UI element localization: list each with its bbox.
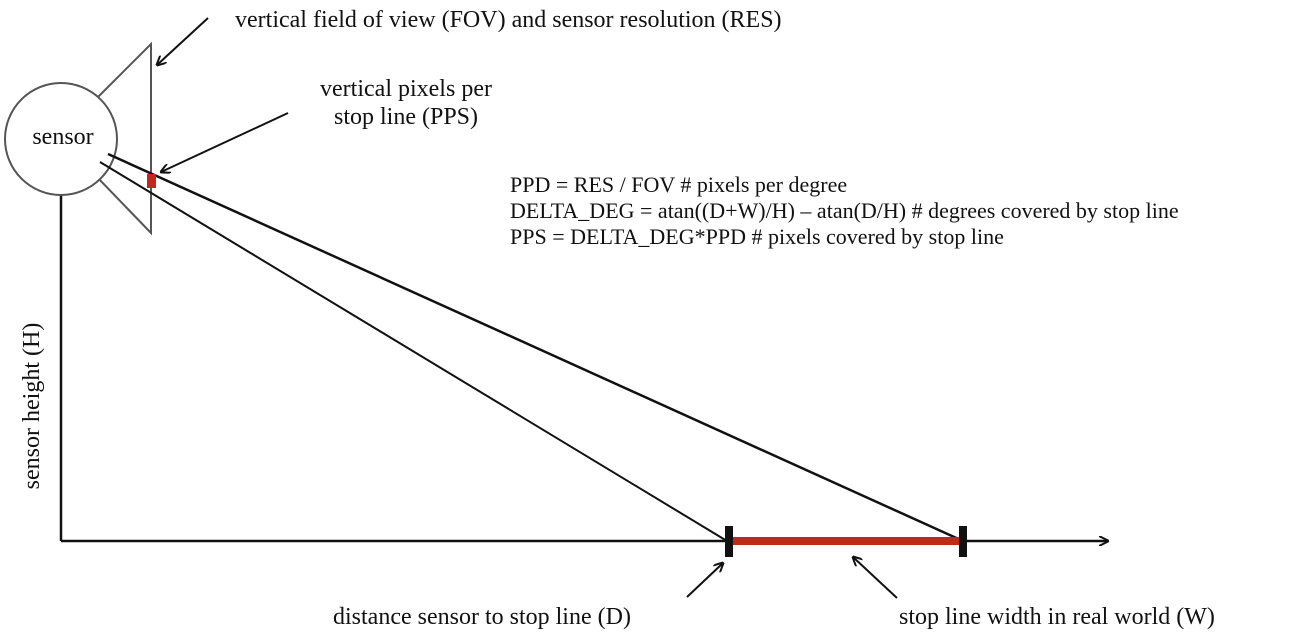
stop-line-start-tick <box>725 526 733 557</box>
formula-block: PPD = RES / FOV # pixels per degree DELT… <box>510 172 1179 250</box>
fov-res-label: vertical field of view (FOV) and sensor … <box>235 7 782 33</box>
stop-line-end-tick <box>959 526 967 557</box>
sight-line-far <box>107 152 964 543</box>
distance-arrow <box>686 563 723 598</box>
sensor-label: sensor <box>32 124 94 150</box>
stop-line-width-label: stop line width in real world (W) <box>899 604 1215 630</box>
sensor-height-label: sensor height (H) <box>19 322 45 490</box>
pps-label: vertical pixels per stop line (PPS) <box>296 75 516 131</box>
pps-arrow <box>161 112 289 172</box>
formula-delta-deg: DELTA_DEG = atan((D+W)/H) – atan(D/H) # … <box>510 198 1179 223</box>
sensor-circle <box>4 82 118 196</box>
fov-arrow <box>157 17 209 65</box>
distance-label: distance sensor to stop line (D) <box>333 604 631 630</box>
width-arrow <box>853 557 898 599</box>
pps-marker <box>147 174 156 188</box>
pps-label-line2: stop line (PPS) <box>333 104 479 130</box>
formula-ppd: PPD = RES / FOV # pixels per degree <box>510 172 848 197</box>
formula-pps: PPS = DELTA_DEG*PPD # pixels covered by … <box>510 224 1004 249</box>
sight-line-near <box>99 161 728 542</box>
pps-label-line1: vertical pixels per <box>320 76 492 102</box>
